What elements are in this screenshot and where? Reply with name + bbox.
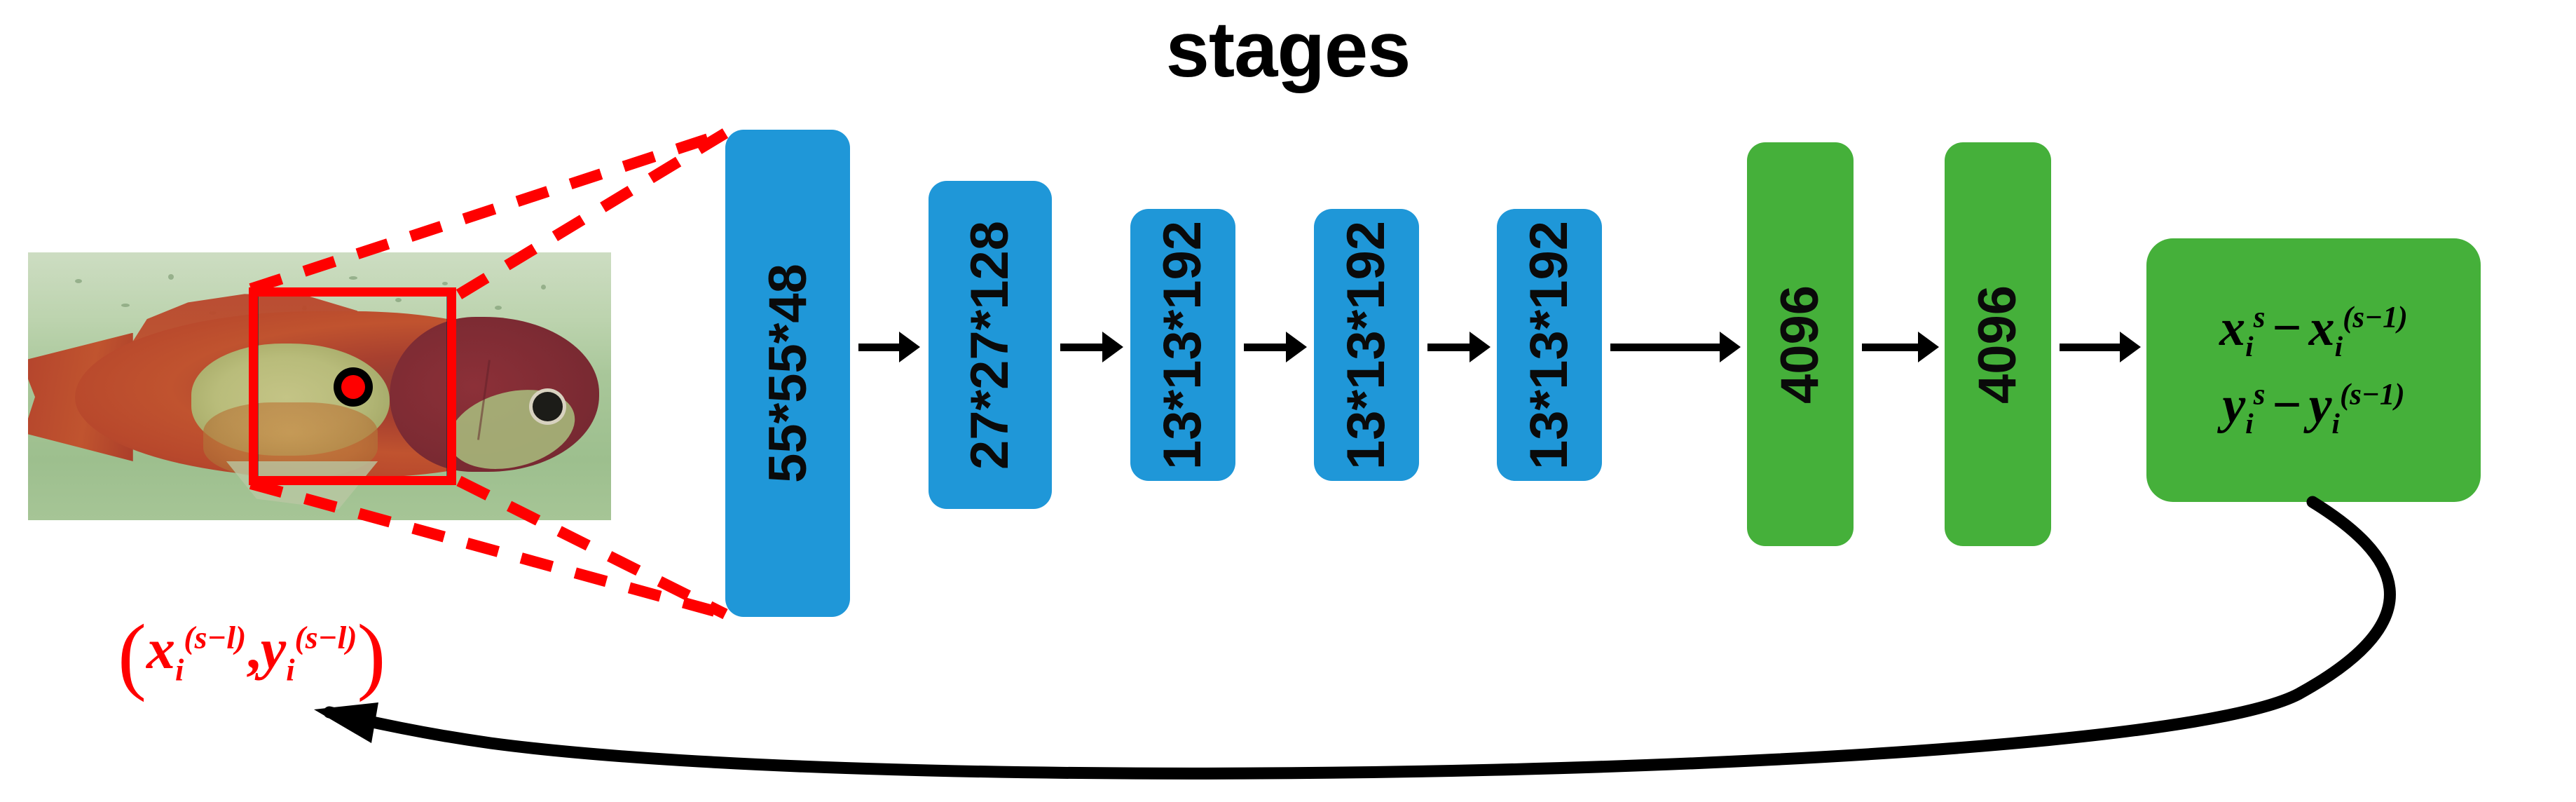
speckle bbox=[167, 273, 174, 280]
conv-block-1-label: 55*55*48 bbox=[758, 264, 818, 483]
speckle bbox=[441, 282, 448, 286]
conv-block-3[interactable]: 13*13*192 bbox=[1130, 209, 1235, 481]
output-row-x: xis−xi(s−1) bbox=[2219, 299, 2408, 362]
fc-block-1-label: 4096 bbox=[1770, 285, 1830, 404]
conv-block-4-label: 13*13*192 bbox=[1336, 220, 1397, 470]
conv-block-1[interactable]: 55*55*48 bbox=[725, 130, 850, 617]
output-row-y: yis−yi(s−1) bbox=[2222, 376, 2405, 440]
speckle bbox=[494, 306, 502, 311]
conv-block-4[interactable]: 13*13*192 bbox=[1314, 209, 1419, 481]
conv-block-5[interactable]: 13*13*192 bbox=[1497, 209, 1602, 481]
output-block[interactable]: xis−xi(s−1) yis−yi(s−1) bbox=[2146, 238, 2481, 502]
speckle bbox=[74, 279, 82, 284]
conv-block-2[interactable]: 27*27*128 bbox=[929, 181, 1052, 509]
figure-title: stages bbox=[1165, 6, 1411, 93]
speckle bbox=[395, 297, 402, 302]
fish-eye bbox=[532, 391, 563, 421]
conv-block-2-label: 27*27*128 bbox=[960, 220, 1020, 470]
fc-block-2[interactable]: 4096 bbox=[1945, 142, 2051, 546]
fc-block-1[interactable]: 4096 bbox=[1747, 142, 1854, 546]
speckle bbox=[541, 284, 547, 290]
keypoint-marker bbox=[341, 375, 365, 399]
input-coordinate-label: (xi(s−l),yi(s−l)) bbox=[118, 606, 386, 702]
conv-block-3-label: 13*13*192 bbox=[1153, 220, 1213, 470]
fc-block-2-label: 4096 bbox=[1968, 285, 2028, 404]
conv-block-5-label: 13*13*192 bbox=[1519, 220, 1580, 470]
speckle bbox=[121, 303, 130, 307]
